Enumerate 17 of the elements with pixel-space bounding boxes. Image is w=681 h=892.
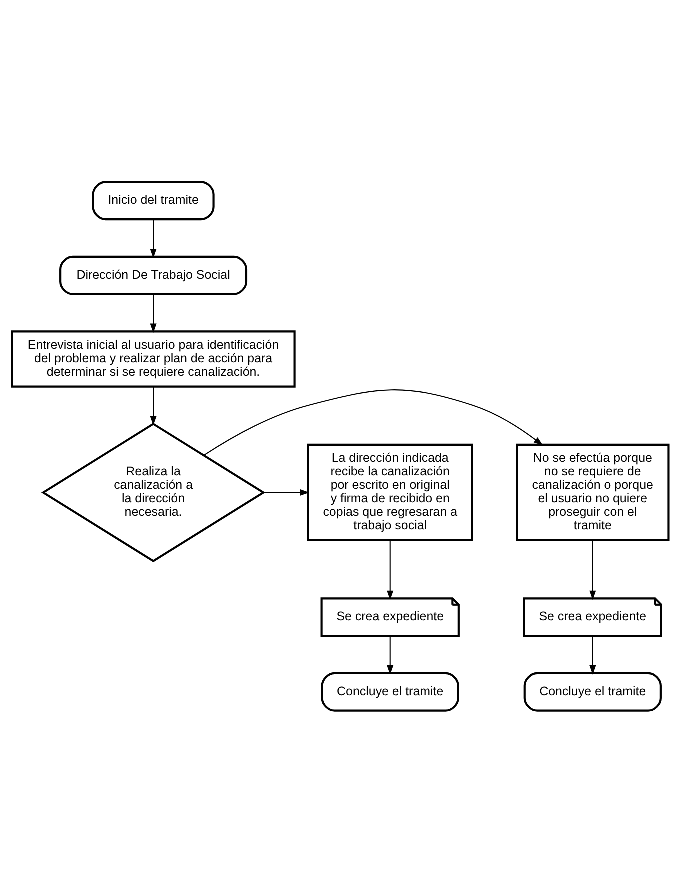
arrow <box>590 540 596 600</box>
arrow <box>150 386 157 426</box>
node-box: Dirección De Trabajo Social <box>60 255 248 295</box>
node-box: Inicio del tramite <box>92 180 215 220</box>
arrow <box>150 294 157 333</box>
node-box: No se efectúa porque no se requiere de canalización o porque el usuario no quiere proseguir con el tramite <box>516 443 670 542</box>
arrow <box>264 488 310 496</box>
node-box: Concluye el tramite <box>321 672 460 712</box>
arrow <box>387 636 394 674</box>
arrow <box>590 636 596 674</box>
arrow <box>204 389 544 456</box>
node-box: Concluye el tramite <box>524 672 662 712</box>
node-diamond: Realiza la canalización a la dirección necesaria. <box>41 422 266 562</box>
node-box: Entrevista inicial al usuario para identificación del problema y realizar plan de acción para determinar si se requiere canalización. <box>11 330 296 388</box>
arrow <box>387 540 394 600</box>
node-box: La dirección indicada recibe la canalización por escrito en original y firma de recibido en copias que regresaran a trabajo social <box>307 443 474 542</box>
arrow <box>150 219 157 258</box>
